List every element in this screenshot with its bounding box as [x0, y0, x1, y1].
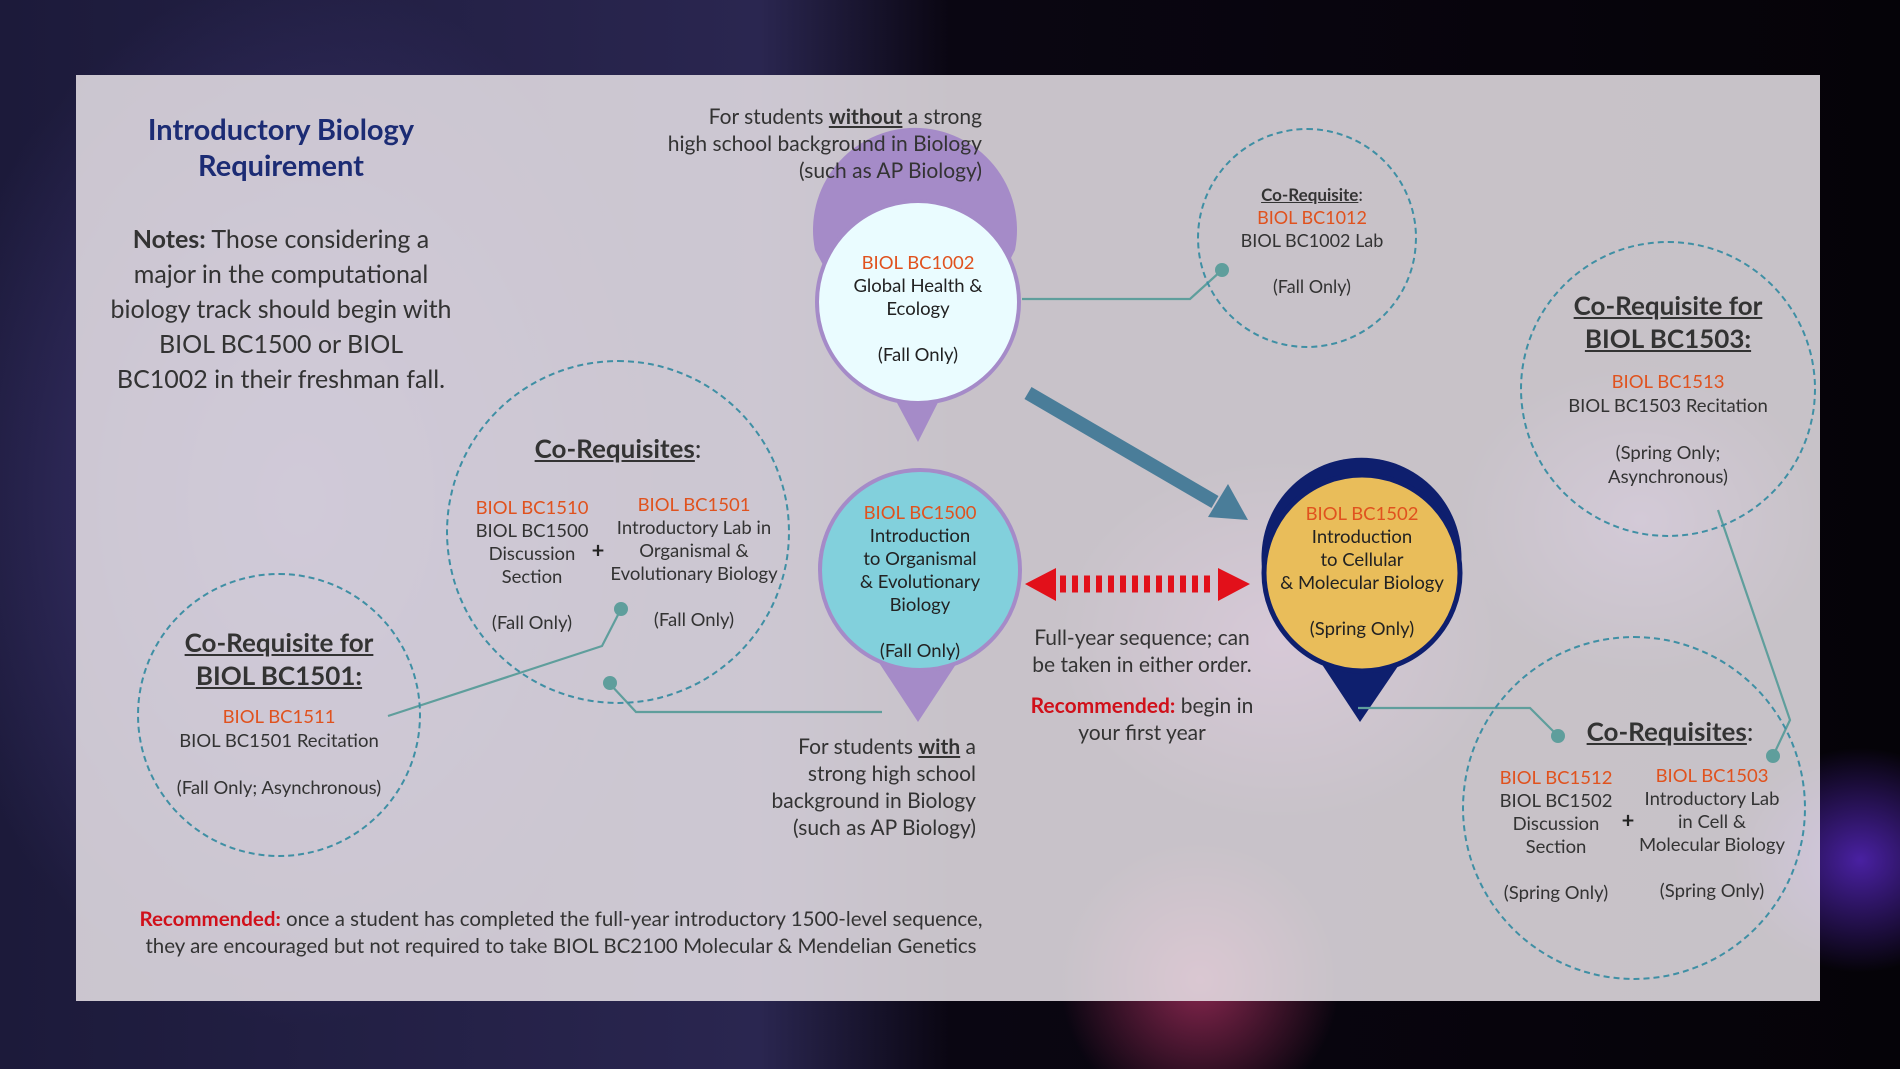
notes-line: BIOL BC1500 or BIOL	[158, 329, 404, 359]
with-emphasis: with	[918, 734, 961, 759]
coreqs-spring-right: BIOL BC1503 Introductory Lab in Cell & M…	[1639, 764, 1785, 901]
coreqs-spring-heading: Co-Requisites:	[1586, 715, 1754, 747]
coreq-circle-bc1012	[1197, 128, 1417, 348]
sequence-note: Full-year sequence; can be taken in eith…	[1030, 625, 1254, 745]
without-emphasis: without	[828, 104, 903, 129]
plus-sign: +	[591, 536, 605, 563]
coreq-circle-bc1501	[137, 573, 421, 857]
coreq-heading: BIOL BC1501:	[195, 659, 363, 691]
course-node-bc1502: BIOL BC1502 Introduction to Cellular & M…	[1262, 502, 1462, 640]
course-code: BIOL BC1500	[863, 501, 977, 523]
coreqs-circle-spring	[1462, 636, 1806, 980]
course-node-bc1500: BIOL BC1500 Introduction to Organismal &…	[840, 501, 1000, 662]
coreqs-fall-heading: Co-Requisites:	[534, 432, 702, 464]
coreq-heading: BIOL BC1503:	[1584, 322, 1752, 354]
coreqs-spring-left: BIOL BC1512 BIOL BC1502 Discussion Secti…	[1499, 766, 1613, 903]
coreq-circle-bc1503	[1520, 241, 1816, 537]
plus-sign: +	[1621, 806, 1635, 833]
bottom-caption: For students with a strong high school b…	[771, 734, 977, 840]
page-title: Introductory Biology Requirement	[122, 112, 440, 184]
coreqs-circle-fall	[446, 360, 790, 704]
coreqs-fall-left: BIOL BC1510 BIOL BC1500 Discussion Secti…	[475, 496, 589, 633]
page-title-line1: Introductory Biology	[147, 112, 415, 147]
coreq-bc1503-text: Co-Requisite for BIOL BC1503: BIOL BC151…	[1530, 289, 1806, 488]
coreq-bc1012-text: Co-Requisite: BIOL BC1012 BIOL BC1002 La…	[1240, 183, 1384, 297]
course-term: (Fall Only)	[877, 343, 959, 365]
page-title-line2: Requirement	[198, 148, 364, 183]
course-code: BIOL BC1002	[861, 251, 975, 273]
course-term: (Spring Only)	[1309, 617, 1415, 639]
coreqs-fall-right: BIOL BC1501 Introductory Lab in Organism…	[610, 493, 778, 630]
notes-label: Notes:	[132, 224, 206, 254]
coreq-bc1501-text: Co-Requisite for BIOL BC1501: BIOL BC151…	[150, 626, 408, 799]
course-code: BIOL BC1502	[1305, 502, 1419, 524]
recommended-label: Recommended:	[1030, 693, 1176, 718]
coreq-heading: Co-Requisites	[534, 432, 695, 464]
footer-recommendation: Recommended: once a student has complete…	[139, 907, 983, 958]
notes-line: major in the computational	[133, 259, 429, 289]
recommended-label: Recommended:	[139, 907, 281, 931]
notes-block: Notes: Those considering a major in the …	[100, 222, 462, 397]
coreq-heading: Co-Requisite for	[1573, 289, 1763, 321]
notes-line: BC1002 in their freshman fall.	[116, 364, 446, 394]
top-caption: For students without a strong high schoo…	[667, 104, 982, 183]
course-term: (Fall Only)	[879, 639, 961, 661]
coreq-heading: Co-Requisites	[1586, 715, 1747, 747]
course-node-bc1002: BIOL BC1002 Global Health & Ecology (Fal…	[838, 251, 998, 366]
coreq-heading: Co-Requisite for	[184, 626, 374, 658]
notes-line: biology track should begin with	[110, 294, 452, 324]
notes-line: Those considering a	[205, 224, 430, 254]
coreq-heading: Co-Requisite	[1261, 184, 1359, 205]
